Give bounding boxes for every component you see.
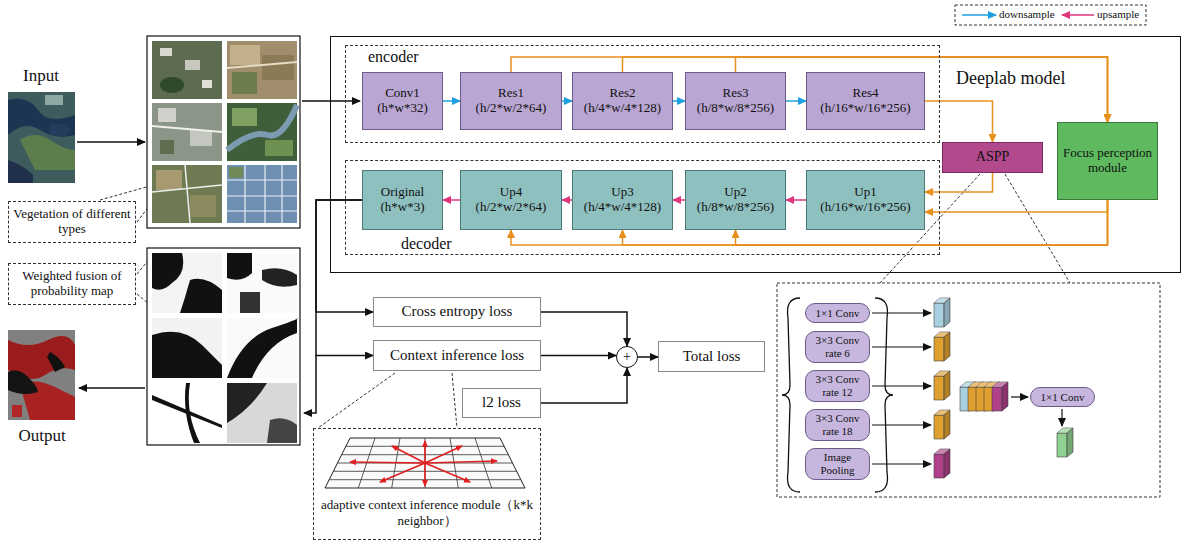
conv-op: Image Pooling [805,448,870,480]
loss-box: Context inference loss [373,340,541,371]
node-text: (h/8*w/8*256) [697,101,774,116]
node-text: Weighted fusion of probability map [13,269,131,299]
note-box: Vegetation of different types [8,201,136,243]
node-text: (h/4*w/4*128) [584,200,661,215]
node-text: Total loss [683,348,741,365]
connector [925,200,1108,212]
loss-box: Total loss [658,341,765,372]
node-text: Cross entropy loss [402,303,513,320]
encoder-block: Res4(h/16*w/16*256) [806,72,925,130]
conv-op: 1×1 Conv [805,303,870,323]
node-text: Up2 [724,185,746,200]
image-label: Output [4,426,80,446]
decoder-block: Up2(h/8*w/8*256) [685,170,786,230]
node-text: Res3 [723,86,749,101]
model-frame: Deeplab modelencoderConv1(h*w*32)Res1(h/… [330,36,1181,273]
encoder-block: Res3(h/8*w/8*256) [685,72,786,130]
decoder-group: decoderOriginal(h*w*3)Up4(h/2*w/2*64)Up3… [345,160,940,255]
aspp-block: ASPP [942,142,1043,173]
node-text: Context inference loss [390,347,524,364]
node-text: (h/4*w/4*128) [584,101,661,116]
legend-text: downsample [999,8,1055,21]
encoder-block: Res2(h/4*w/4*128) [572,72,673,130]
node-text: (h/16*w/16*256) [820,200,910,215]
node-text: 3×3 Conv rate 6 [810,334,865,359]
decoder-block: Up4(h/2*w/2*64) [460,170,562,230]
conv-op: 3×3 Conv rate 18 [805,409,870,441]
legend-text: upsample [1097,8,1139,21]
connector [786,100,806,102]
node-text: (h/2*w/2*64) [476,101,547,116]
node-text: (h/8*w/8*256) [697,200,774,215]
node-text: Up4 [500,185,522,200]
image-label: Input [10,66,72,86]
node-text: Focus perception module [1062,146,1153,176]
node-text: (h*w*3) [380,200,424,215]
node-text: 1×1 Conv [816,307,860,320]
connector [541,355,616,357]
node-text: (h*w*32) [377,101,428,116]
conv-op: 3×3 Conv rate 6 [805,331,870,363]
connector [925,173,993,192]
node-text: adaptive context inference module（k*k ne… [320,497,534,528]
encoder-group: encoderConv1(h*w*32)Res1(h/2*w/2*64)Res2… [345,45,940,143]
node-text: + [623,349,631,365]
node-text: 3×3 Conv rate 12 [810,373,865,398]
node-text: Res4 [853,86,879,101]
connector [673,100,685,102]
connector [541,368,627,403]
connector [925,101,993,142]
loss-box: l2 loss [462,388,541,418]
node-text: 1×1 Conv [1041,391,1085,404]
decoder-block: Original(h*w*3) [362,170,443,230]
node-text: encoder [368,47,448,66]
connector [562,199,572,201]
node-text: l2 loss [482,394,521,411]
node-text: 3×3 Conv rate 18 [810,412,865,437]
node-text: Conv1 [385,86,420,101]
node-text: Original [381,185,424,200]
connector [443,199,460,201]
note-box: Weighted fusion of probability map [8,263,136,305]
connector [673,199,685,201]
node-text: Res2 [610,86,636,101]
encoder-block: Res1(h/2*w/2*64) [460,72,562,130]
conv-op: 3×3 Conv rate 12 [805,370,870,402]
decoder-block: Up1(h/16*w/16*256) [806,170,925,230]
conv-op: 1×1 Conv [1030,387,1095,407]
node-text: Deeplab model [956,68,1106,90]
connector [541,312,627,346]
node-text: decoder [401,234,481,253]
module-box: Focus perception module [1057,122,1158,200]
node-text: Up1 [854,185,876,200]
node-text: Res1 [498,86,524,101]
connector [638,356,658,358]
encoder-block: Conv1(h*w*32) [362,72,443,130]
connector [786,199,806,201]
connector [562,100,572,102]
loss-box: Cross entropy loss [373,297,541,327]
node-text: Up3 [611,185,633,200]
node-text: (h/2*w/2*64) [476,200,547,215]
module-detail: adaptive context inference module（k*k ne… [313,428,541,540]
node-text: Vegetation of different types [13,207,131,237]
sum-node: + [616,346,638,368]
connector [443,100,460,102]
decoder-block: Up3(h/4*w/4*128) [572,170,673,230]
node-text: (h/16*w/16*256) [820,101,910,116]
node-text: ASPP [976,149,1009,165]
node-text: Image Pooling [810,451,865,476]
